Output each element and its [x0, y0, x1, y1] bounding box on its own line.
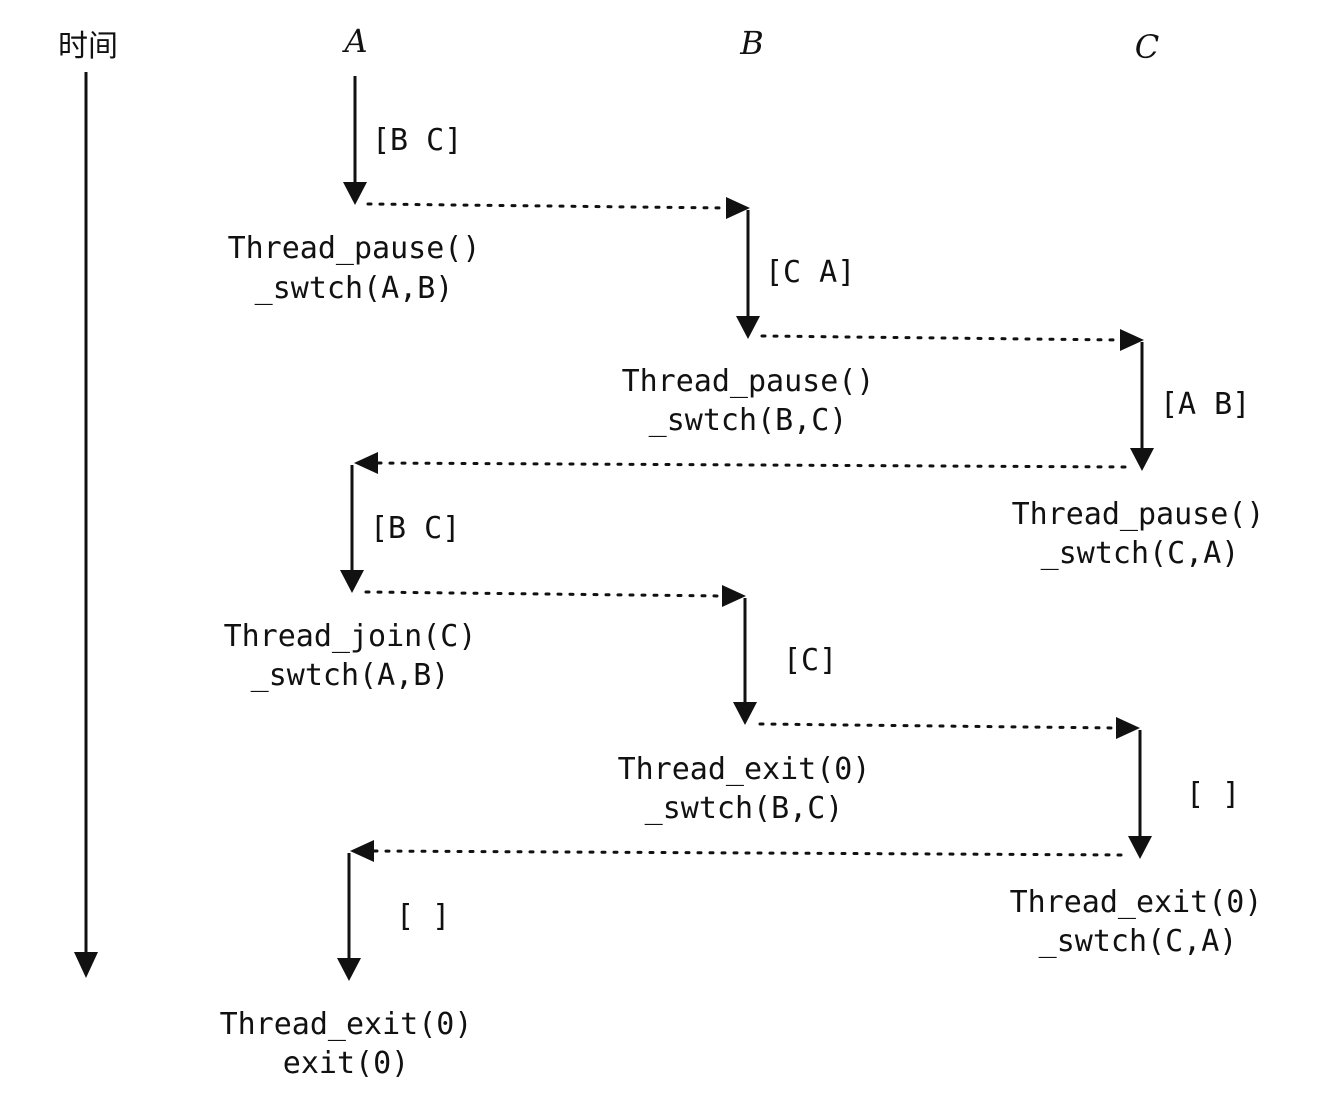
execution-arrowhead-c-2 [1128, 836, 1152, 859]
ready-queue-2: [C A] [765, 255, 855, 290]
call-2-line2: _swtch(B,C) [649, 403, 848, 438]
switch-arrowhead-c-to-a-1 [354, 452, 378, 474]
call-5-line1: Thread_exit(0) [618, 752, 871, 787]
time-axis-arrowhead [74, 952, 98, 978]
switch-line-b-to-c-2 [758, 722, 1118, 730]
call-7-line2: exit(0) [283, 1046, 409, 1081]
execution-arrowhead-a-3 [337, 958, 361, 981]
thread-header-b: B [739, 24, 764, 62]
switch-arrowhead-b-to-c-1 [1120, 329, 1144, 351]
execution-arrowhead-a-2 [340, 570, 364, 593]
call-1-line1: Thread_pause() [228, 231, 481, 266]
switch-arrowhead-a-to-b-2 [722, 585, 746, 607]
thread-header-c: C [1135, 28, 1159, 66]
switch-arrowhead-a-to-b-1 [726, 197, 750, 219]
call-6-line2: _swtch(C,A) [1039, 924, 1238, 959]
time-label: 时间 [58, 29, 118, 64]
call-6-line1: Thread_exit(0) [1010, 885, 1263, 920]
call-4-line2: _swtch(A,B) [251, 658, 450, 693]
ready-queue-4: [B C] [370, 511, 460, 546]
call-4-line1: Thread_join(C) [224, 619, 477, 654]
ready-queue-6: [ ] [1186, 777, 1240, 812]
execution-arrowhead-c-1 [1130, 448, 1154, 471]
execution-arrowhead-b-1 [736, 316, 760, 339]
call-3-line1: Thread_pause() [1012, 497, 1265, 532]
call-2-line1: Thread_pause() [622, 364, 875, 399]
switch-line-b-to-c-1 [760, 334, 1122, 342]
switch-arrowhead-c-to-a-2 [350, 840, 374, 862]
call-1-line2: _swtch(A,B) [255, 271, 454, 306]
ready-queue-5: [C] [783, 643, 837, 678]
call-7-line1: Thread_exit(0) [220, 1007, 473, 1042]
execution-arrowhead-a-1 [343, 182, 367, 205]
switch-line-c-to-a-2 [372, 849, 1130, 857]
switch-line-a-to-b-1 [366, 202, 728, 210]
switch-line-c-to-a-1 [376, 461, 1132, 469]
thread-header-a: A [341, 22, 367, 60]
ready-queue-3: [A B] [1160, 387, 1250, 422]
ready-queue-1: [B C] [372, 123, 462, 158]
ready-queue-7: [ ] [396, 899, 450, 934]
execution-arrowhead-b-2 [733, 702, 757, 725]
call-5-line2: _swtch(B,C) [645, 791, 844, 826]
switch-arrowhead-b-to-c-2 [1116, 717, 1140, 739]
call-3-line2: _swtch(C,A) [1041, 536, 1240, 571]
switch-line-a-to-b-2 [364, 590, 724, 598]
